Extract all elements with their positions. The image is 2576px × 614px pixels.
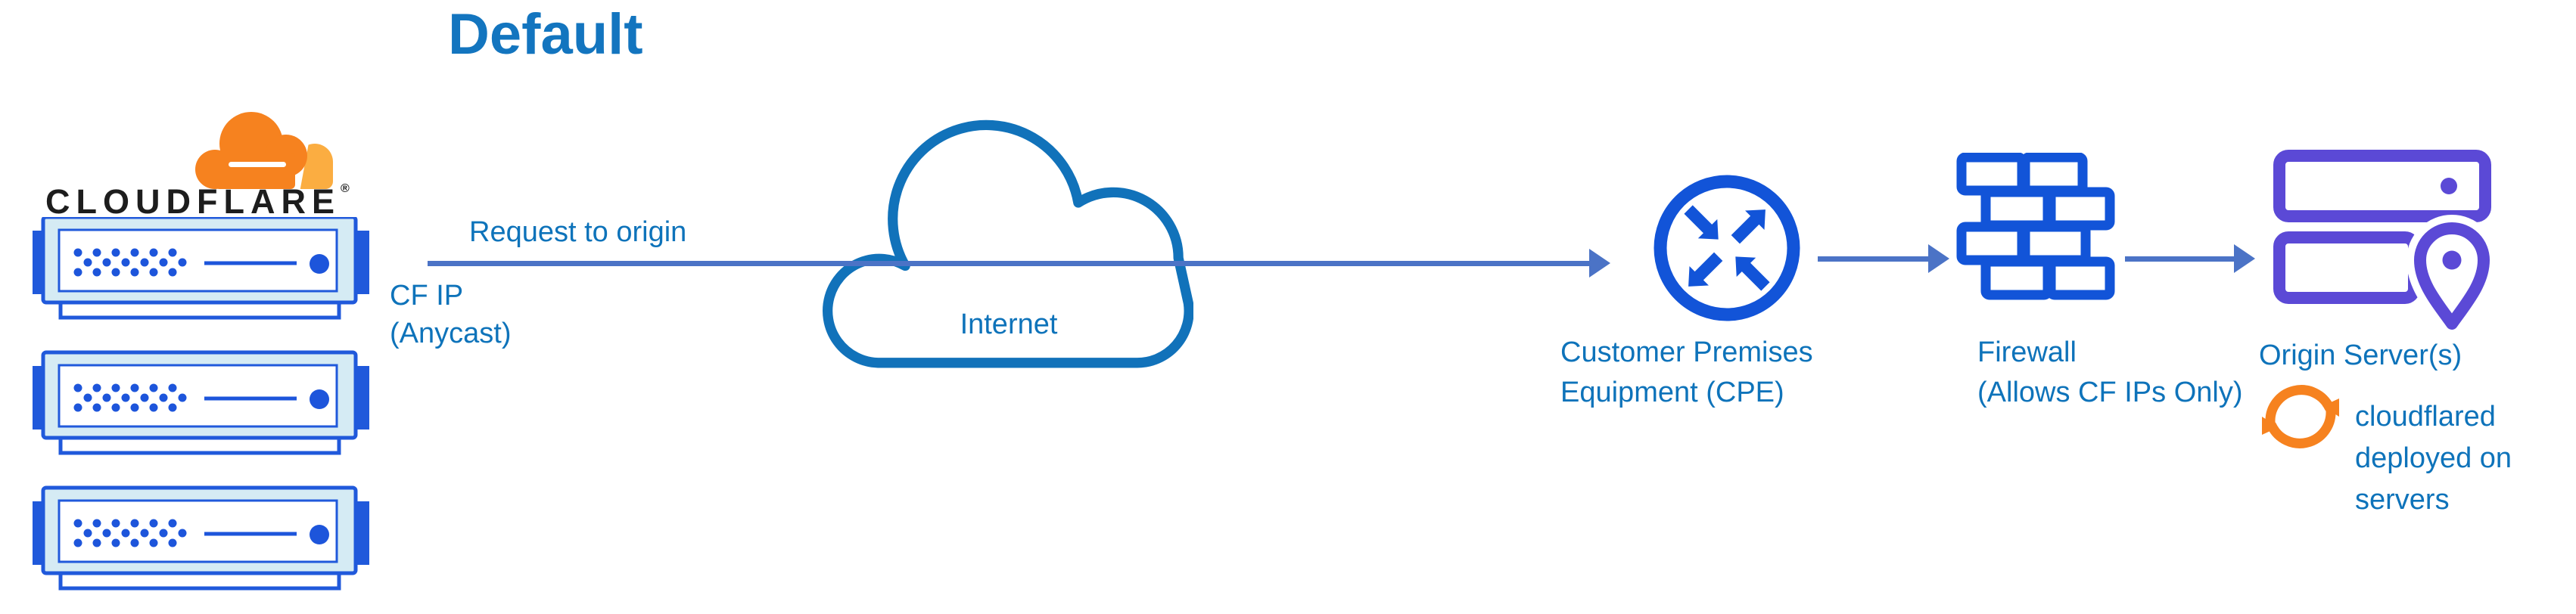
- cpe-label-line2: Equipment (CPE): [1560, 377, 1784, 408]
- edge-server-1: [33, 217, 369, 318]
- main-flow-arrow-line: [428, 261, 1589, 266]
- cloudflared-label-line2: deployed on: [2355, 442, 2512, 474]
- firewall-label: Firewall (Allows CF IPs Only): [1977, 333, 2242, 413]
- firewall-label-line2: (Allows CF IPs Only): [1977, 377, 2243, 408]
- origin-servers-icon: [2273, 150, 2497, 337]
- internet-cloud-icon: [823, 119, 1193, 368]
- cf-ip-anycast-label: CF IP (Anycast): [390, 277, 511, 352]
- cloudflared-label-line1: cloudflared: [2355, 401, 2496, 433]
- cpe-label: Customer Premises Equipment (CPE): [1560, 333, 1813, 413]
- cloudflare-edge-servers-icon: [33, 217, 369, 591]
- location-pin-icon: [2414, 222, 2490, 330]
- cf-ip-line2: (Anycast): [390, 318, 512, 349]
- cloudflare-logo-icon: [195, 112, 333, 192]
- cloudflared-sync-icon: [2262, 385, 2339, 448]
- cpe-router-icon: [1654, 175, 1800, 321]
- edge-server-3: [33, 488, 369, 588]
- cpe-label-line1: Customer Premises: [1560, 336, 1813, 368]
- page-title: Default: [448, 2, 643, 67]
- internet-label: Internet: [960, 309, 1058, 340]
- cloudflared-label-line3: servers: [2355, 484, 2450, 516]
- firewall-to-origin-arrow-line: [2125, 256, 2234, 262]
- firewall-icon: [1956, 153, 2115, 300]
- cpe-to-firewall-arrowhead: [1928, 244, 1949, 273]
- cloudflare-wordmark-text: CLOUDFLARE: [45, 182, 341, 221]
- firewall-label-line1: Firewall: [1977, 336, 2077, 368]
- main-flow-arrowhead: [1589, 249, 1610, 278]
- registered-trademark: ®: [340, 182, 350, 195]
- edge-server-2: [33, 352, 369, 453]
- cf-ip-line1: CF IP: [390, 280, 464, 312]
- request-to-origin-label: Request to origin: [469, 216, 687, 248]
- cloudflared-label: cloudflared deployed on servers: [2355, 396, 2512, 521]
- cloudflare-wordmark: CLOUDFLARE®: [45, 182, 350, 222]
- origin-servers-label: Origin Server(s): [2259, 340, 2462, 371]
- firewall-to-origin-arrowhead: [2234, 244, 2255, 273]
- cpe-to-firewall-arrow-line: [1818, 256, 1928, 262]
